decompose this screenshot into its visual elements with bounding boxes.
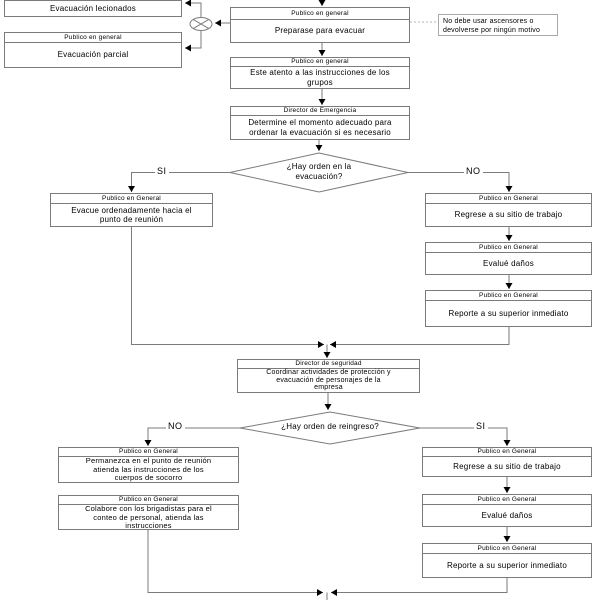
flow-box-permanezca-punto: Publico en General Permanezca en el punt… bbox=[58, 447, 239, 483]
box-header: Publico en General bbox=[423, 448, 591, 457]
box-body: Evacue ordenadamente hacia el punto de r… bbox=[71, 205, 192, 225]
box-header: Publico en General bbox=[59, 448, 238, 457]
box-header: Publico en General bbox=[426, 243, 591, 253]
flow-box-reporte-superior-1: Publico en General Reporte a su superior… bbox=[425, 290, 592, 327]
flow-box-evacuacion-lesionados: Evacuación lecionados bbox=[4, 0, 182, 17]
decision-diamond-reentry-order bbox=[239, 411, 421, 445]
box-body: Coordinar actividades de protección y ev… bbox=[266, 369, 391, 392]
decision-2-label: ¿Hay orden de reingreso? bbox=[281, 422, 379, 431]
box-body: Preparase para evacuar bbox=[274, 26, 366, 36]
crossed-circle-connector-icon bbox=[189, 17, 213, 31]
box-header: Director de seguridad bbox=[238, 360, 419, 369]
branch-label-no-2: NO bbox=[166, 421, 185, 432]
flow-box-evacuacion-parcial: Publico en general Evacuación parcial bbox=[4, 32, 182, 68]
flow-box-regrese-sitio-2: Publico en General Regrese a su sitio de… bbox=[422, 447, 592, 477]
flow-box-este-atento: Publico en general Este atento a las ins… bbox=[230, 57, 410, 89]
flow-box-coordinar-actividades: Director de seguridad Coordinar activida… bbox=[237, 359, 420, 393]
flow-box-colabore-brigadistas: Publico en General Colabore con los brig… bbox=[58, 495, 239, 530]
box-header: Publico en general bbox=[231, 58, 409, 67]
box-body: Evacuación parcial bbox=[57, 50, 129, 60]
box-body: Evalué daños bbox=[481, 510, 533, 520]
flow-box-regrese-sitio-1: Publico en General Regrese a su sitio de… bbox=[425, 193, 592, 227]
flow-box-evalue-danos-1: Publico en General Evalué daños bbox=[425, 242, 592, 275]
flow-box-preparese-evacuar: Publico en general Preparase para evacua… bbox=[230, 7, 410, 43]
branch-label-si-1: SI bbox=[155, 166, 169, 177]
box-header: Publico en General bbox=[51, 194, 212, 204]
note-no-ascensores: No debe usar ascensores o devolverse por… bbox=[438, 14, 558, 36]
box-body: Permanezca en el punto de reunión atiend… bbox=[85, 456, 212, 483]
branch-label-no-1: NO bbox=[464, 166, 483, 177]
box-body: Este atento a las instrucciones de los g… bbox=[250, 68, 390, 87]
flow-box-determine-momento: Director de Emergencia Determine el mome… bbox=[230, 106, 410, 140]
box-body: Determine el momento adecuado para orden… bbox=[248, 118, 392, 137]
box-body: Regrese a su sitio de trabajo bbox=[454, 210, 563, 220]
box-header: Director de Emergencia bbox=[231, 107, 409, 116]
box-body: Regrese a su sitio de trabajo bbox=[453, 461, 561, 471]
box-body: Colabore con los brigadistas para el con… bbox=[85, 504, 212, 531]
box-body: Reporte a su superior inmediato bbox=[446, 560, 568, 570]
flow-box-evalue-danos-2: Publico en General Evalué daños bbox=[422, 494, 592, 527]
box-header: Publico en General bbox=[423, 544, 591, 554]
flow-box-reporte-superior-2: Publico en General Reporte a su superior… bbox=[422, 543, 592, 578]
box-header: Publico en General bbox=[426, 291, 591, 301]
box-header: Publico en general bbox=[5, 33, 181, 43]
flow-box-evacue-ordenadamente: Publico en General Evacue ordenadamente … bbox=[50, 193, 213, 227]
box-body: Reporte a su superior inmediato bbox=[448, 308, 569, 318]
decision-1-label: ¿Hay orden en la evacuación? bbox=[286, 162, 352, 181]
box-body: Evalué daños bbox=[483, 258, 534, 268]
box-header: Publico en general bbox=[231, 8, 409, 20]
box-body: Evacuación lecionados bbox=[49, 3, 137, 13]
box-header: Publico en General bbox=[426, 194, 591, 204]
box-header: Publico en General bbox=[59, 496, 238, 505]
branch-label-si-2: SI bbox=[474, 421, 488, 432]
box-header: Publico en General bbox=[423, 495, 591, 505]
decision-diamond-evacuation-order bbox=[229, 152, 409, 193]
